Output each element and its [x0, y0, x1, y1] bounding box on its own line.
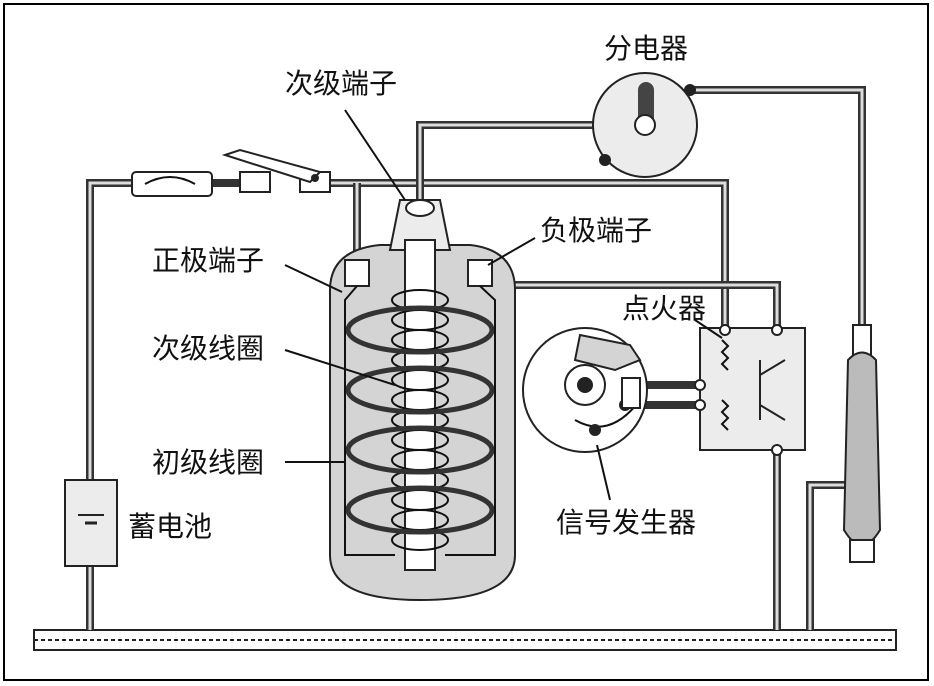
label-secondary-terminal: 次级端子: [285, 67, 397, 100]
label-positive-terminal: 正极端子: [152, 244, 264, 277]
signal-generator: [522, 327, 648, 453]
spark-plug: [842, 324, 882, 563]
label-distributor: 分电器: [604, 32, 688, 65]
ground-bar: [33, 629, 897, 651]
label-battery: 蓄电池: [128, 510, 212, 543]
label-signal-generator: 信号发生器: [556, 506, 696, 539]
label-negative-terminal: 负极端子: [540, 214, 652, 247]
diagram-frame: [3, 3, 929, 681]
fuse: [131, 171, 213, 197]
ignition-switch: [221, 148, 331, 193]
primary-coil-windings: [345, 305, 495, 535]
igniter: [694, 324, 806, 456]
ignition-coil: [329, 199, 516, 602]
label-primary-coil: 初级线圈: [152, 446, 264, 479]
label-secondary-coil: 次级线圈: [152, 332, 264, 365]
distributor: [592, 72, 698, 178]
leader-lines: [284, 109, 723, 501]
battery: [64, 479, 118, 567]
wiring: [86, 86, 866, 630]
label-igniter: 点火器: [622, 292, 706, 325]
